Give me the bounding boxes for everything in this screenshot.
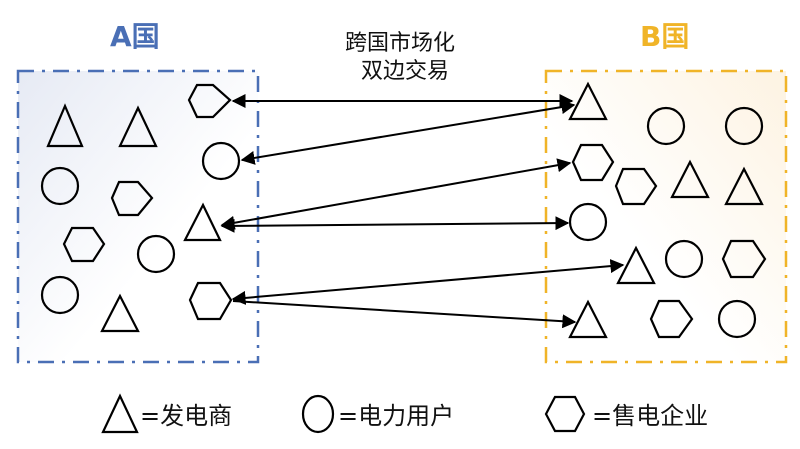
center-label-line1: 跨国市场化 <box>345 31 455 56</box>
b-consumer-1 <box>646 106 686 146</box>
a-retailer-4 <box>188 281 233 321</box>
legend-circle-icon <box>301 394 335 434</box>
a-generator-2 <box>118 105 158 148</box>
b-retailer-2 <box>614 167 658 206</box>
country-a-box <box>16 69 260 364</box>
b-retailer-4 <box>649 299 694 339</box>
country-b-label: B国 <box>640 20 689 53</box>
center-label-line2: 双边交易 <box>361 59 449 84</box>
legend-label-consumer: =电力用户 <box>338 402 454 430</box>
b-generator-5 <box>568 299 608 339</box>
legend-label-retailer: =售电企业 <box>592 402 708 430</box>
legend-triangle-icon <box>101 393 139 434</box>
b-consumer-5 <box>717 299 757 339</box>
country-b-box <box>544 69 788 364</box>
country-a-label: A国 <box>110 20 160 53</box>
a-consumer-2 <box>40 166 80 206</box>
b-generator-3 <box>724 166 764 206</box>
a-retailer-2 <box>110 180 154 217</box>
b-consumer-2 <box>724 106 764 146</box>
trade-arrow-3 <box>220 158 572 230</box>
a-consumer-4 <box>40 275 80 315</box>
a-generator-1 <box>46 103 84 148</box>
legend-hexagon-icon <box>544 395 586 433</box>
trade-arrow-4 <box>220 216 570 233</box>
b-retailer-3 <box>721 239 767 279</box>
legend-label-generator: =发电商 <box>140 402 232 430</box>
a-retailer-3 <box>62 226 106 263</box>
trade-arrow-5 <box>231 259 625 305</box>
a-generator-3 <box>183 202 222 242</box>
trade-arrow-6 <box>232 300 577 329</box>
b-consumer-4 <box>664 239 704 279</box>
a-consumer-3 <box>136 234 176 274</box>
b-generator-1 <box>568 81 608 121</box>
a-generator-4 <box>100 293 140 333</box>
a-retailer-1 <box>187 83 232 119</box>
trade-arrow-2 <box>240 100 576 165</box>
b-generator-4 <box>616 245 656 285</box>
b-generator-2 <box>670 159 710 199</box>
b-retailer-1 <box>571 143 615 182</box>
